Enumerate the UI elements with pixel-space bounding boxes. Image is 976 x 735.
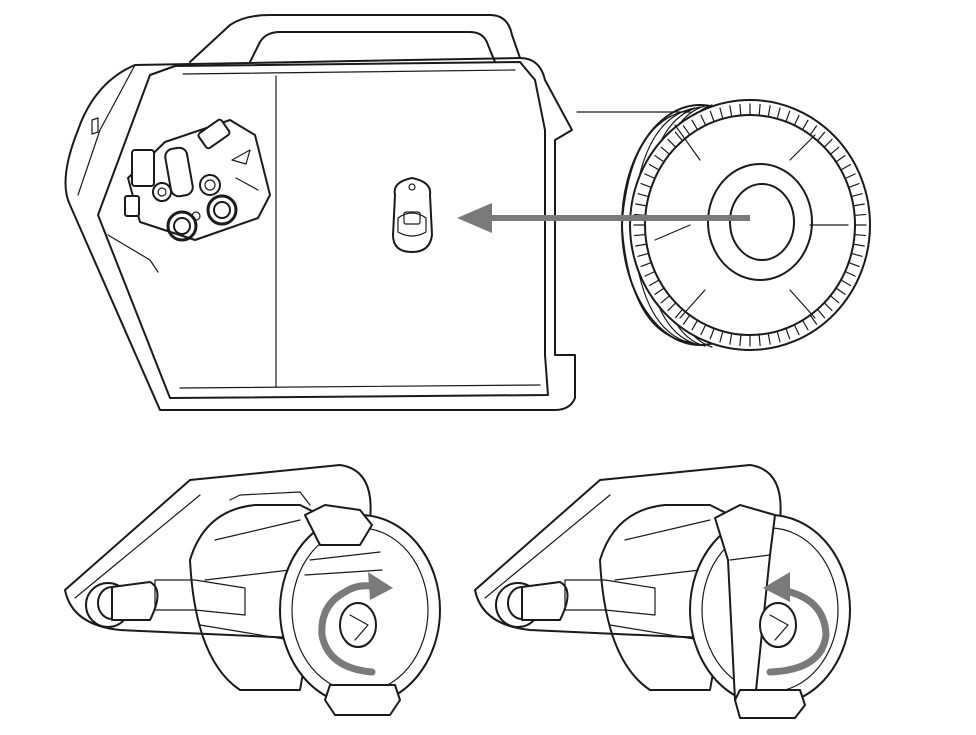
spool-rim-tick	[729, 332, 733, 345]
spool-rim-tick	[719, 330, 724, 343]
spool-rim-tick	[667, 138, 677, 148]
spool-rim-tick	[852, 203, 865, 207]
spool-rim-tick	[739, 333, 742, 347]
spool-rim-tick	[637, 193, 650, 198]
spool-rim-tick	[633, 233, 646, 237]
spool-rim-tick	[719, 107, 724, 120]
spool-rim-tick	[682, 125, 691, 136]
spool-rim-tick	[667, 302, 677, 312]
spool-rim-tick	[648, 279, 660, 287]
spool-rim-tick	[840, 163, 852, 171]
spool-rim-tick	[793, 324, 800, 336]
spool-rim-tick	[823, 302, 833, 312]
spool-rim-tick	[854, 213, 867, 217]
spool-rim-tick	[829, 146, 840, 155]
spool-rim-tick	[640, 183, 652, 188]
spool-rim-tick	[660, 295, 671, 304]
spool-hub-unlocked-icon	[64, 464, 441, 716]
spool-rim-tick	[823, 138, 833, 148]
spool-rim-tick	[835, 287, 846, 296]
spool-rim-tick	[848, 183, 860, 188]
spool-icon	[576, 99, 871, 351]
spool-rim-tick	[637, 252, 650, 257]
spool-rim-tick	[700, 324, 707, 336]
spool-rim-tick	[654, 287, 665, 296]
spool-rim-tick	[852, 243, 865, 247]
spool-rim-tick	[635, 243, 648, 247]
spool-rim-tick	[801, 319, 809, 331]
spool-rim-tick	[850, 193, 863, 198]
spool-rim-tick	[793, 114, 800, 126]
spool-rim-tick	[635, 203, 648, 207]
spool-rim-tick	[709, 110, 715, 123]
spool-rim-tick	[844, 173, 856, 180]
spool-rim-tick	[854, 233, 867, 237]
welder-machine-icon	[64, 14, 576, 411]
spool-rim-tick	[776, 330, 781, 343]
spool-rim-tick	[691, 119, 699, 131]
spool-rim-tick	[785, 327, 791, 340]
spool-rim-tick	[848, 262, 860, 267]
spool-rim-tick	[829, 295, 840, 304]
spool-rim-tick	[682, 314, 691, 325]
spool-rim-tick	[654, 154, 665, 163]
spool-rim-tick	[767, 332, 771, 345]
spool-rim-tick	[801, 119, 809, 131]
spool-rim-tick	[809, 314, 818, 325]
spool-rim-tick	[674, 131, 684, 142]
spool-rim-tick	[816, 308, 826, 319]
rotate-ccw-arrow	[763, 572, 830, 676]
spool-rim-tick	[785, 110, 791, 123]
spool-rim-tick	[729, 105, 733, 118]
spool-rim-tick	[709, 327, 715, 340]
spool-rim-tick	[758, 333, 761, 347]
mount-spool-arrow	[457, 203, 750, 233]
spool-rim-tick	[674, 308, 684, 319]
spool-rim-tick	[835, 154, 846, 163]
spool-rim-tick	[767, 105, 771, 118]
spool-rim-tick	[844, 270, 856, 277]
spool-rim-tick	[691, 319, 699, 331]
spool-rim-tick	[640, 262, 652, 267]
spool-rim-tick	[660, 146, 671, 155]
spool-rim-tick	[644, 173, 656, 180]
spool-rim-tick	[758, 103, 761, 117]
wire-drive-icon	[124, 118, 271, 242]
rotate-cw-arrow	[318, 572, 393, 676]
spool-rim-tick	[739, 103, 742, 117]
spool-rim-tick	[700, 114, 707, 126]
spool-rim-tick	[648, 163, 660, 171]
spool-rim-tick	[644, 270, 656, 277]
spool-rim-tick	[776, 107, 781, 120]
spool-rim-tick	[809, 125, 818, 136]
spool-rim-tick	[816, 131, 826, 142]
spool-rim-tick	[850, 252, 863, 257]
spool-rim-tick	[840, 279, 852, 287]
